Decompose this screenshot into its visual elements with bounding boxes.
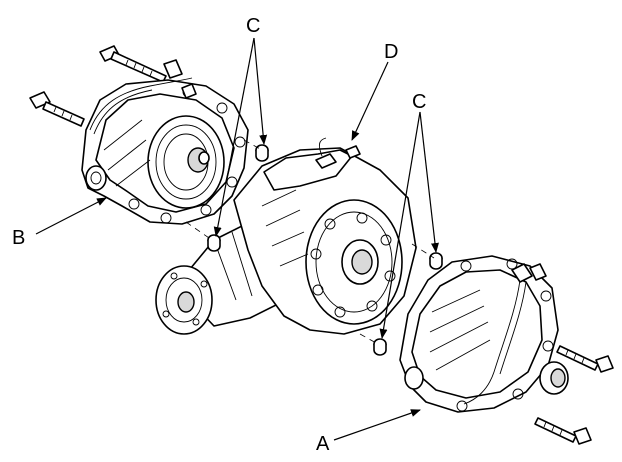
leader-lines — [35, 37, 439, 441]
dowel-pin — [429, 252, 443, 270]
alignment-lines — [185, 139, 435, 345]
callout-b: B — [12, 227, 25, 249]
center-case-d — [155, 137, 417, 335]
bolt-b-lower — [29, 91, 85, 127]
callout-c-right: C — [412, 91, 426, 113]
dowel-pins — [207, 144, 443, 356]
bolt-a-lower — [534, 417, 592, 445]
housing-a — [399, 255, 614, 445]
bolt-a-upper — [556, 345, 614, 373]
callout-d: D — [384, 41, 398, 63]
dowel-pin — [373, 338, 387, 356]
housing-b — [29, 45, 249, 225]
callout-labels: C D C B A — [12, 15, 426, 455]
callout-c-left: C — [246, 15, 260, 37]
callout-a: A — [316, 433, 330, 455]
dowel-pin — [255, 144, 269, 162]
bolt-b-upper — [99, 45, 167, 83]
dowel-pin — [207, 234, 221, 252]
